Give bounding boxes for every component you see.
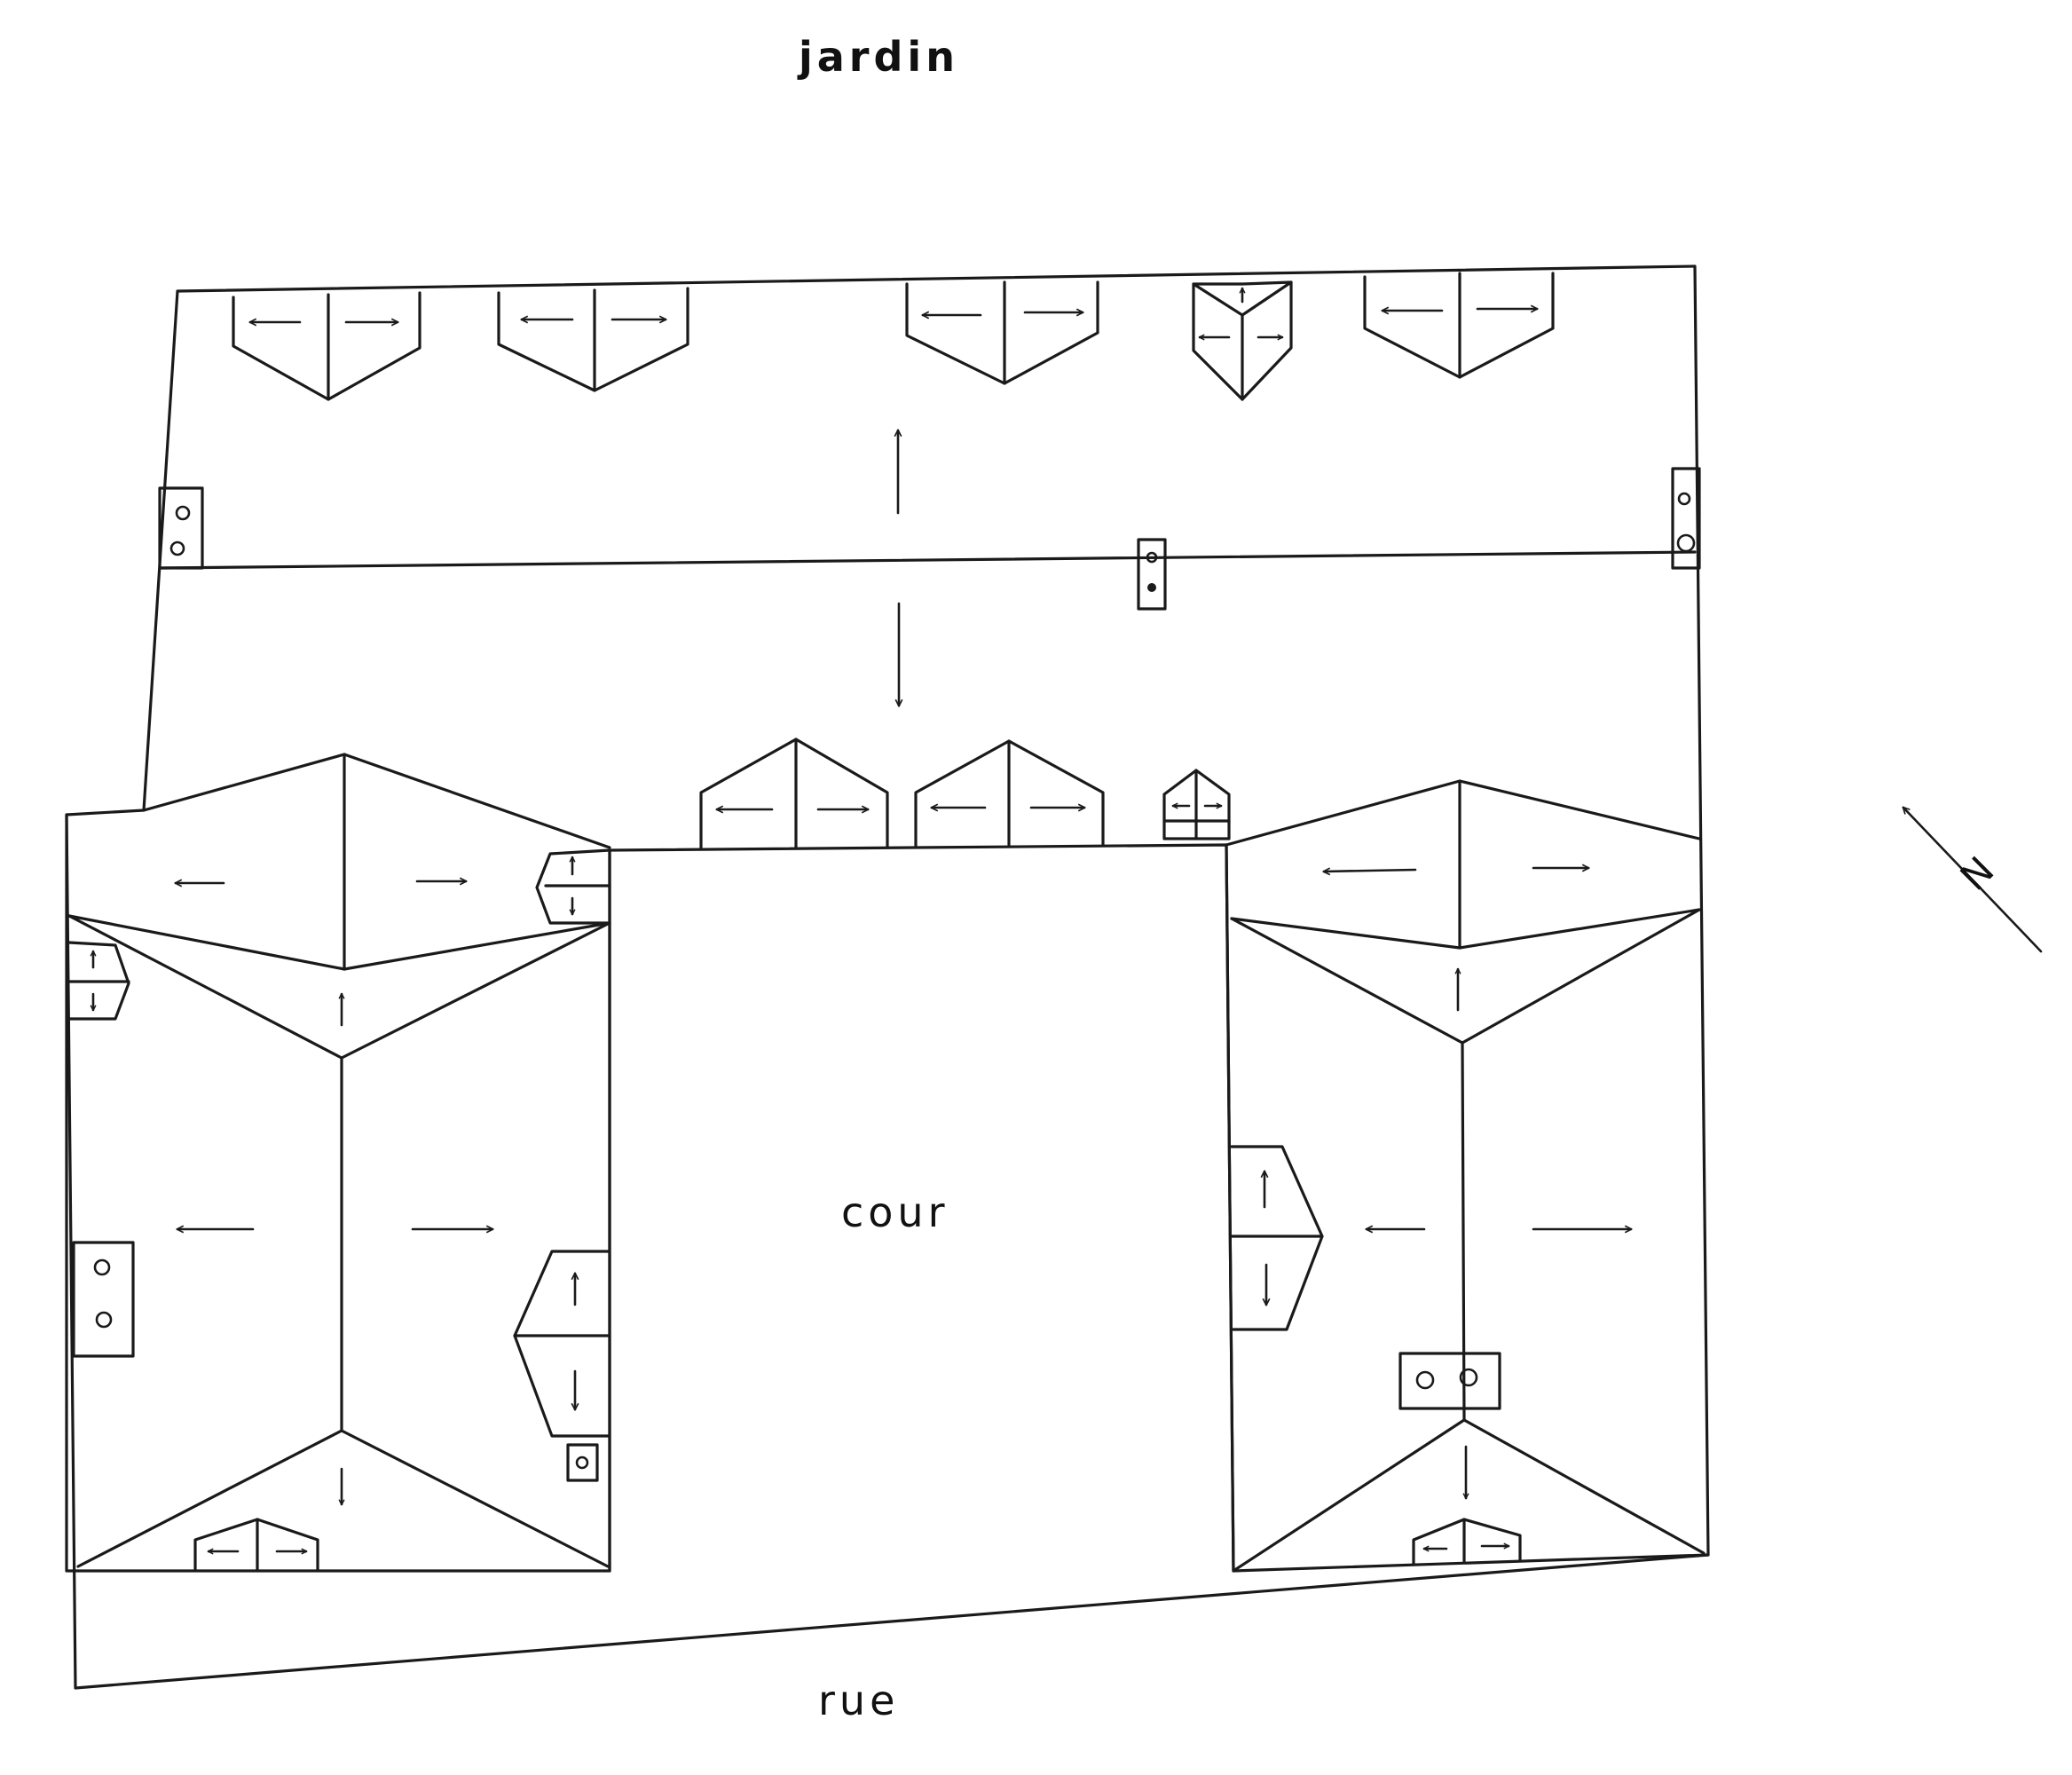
rear-ridge-line — [160, 550, 1697, 570]
dormer-left-c — [513, 1250, 610, 1438]
slope-arrows-right-wing — [1324, 868, 1631, 1500]
dormer-left-b — [67, 941, 130, 1021]
street-label: rue — [818, 1676, 899, 1724]
chimney-left-wing — [72, 1241, 135, 1358]
dormer-top-2 — [497, 287, 689, 392]
chimney-rear-left — [158, 486, 204, 570]
north-arrow: N — [1903, 808, 2043, 953]
chimney-rear-middle — [1137, 538, 1167, 611]
dormer-left-a — [535, 848, 611, 925]
left-wing — [65, 753, 611, 1573]
dormer-court-1 — [699, 738, 889, 849]
slope-arrows-rear — [898, 430, 899, 706]
dormer-top-4 — [1192, 280, 1293, 401]
dormer-court-3 — [1162, 769, 1231, 840]
north-label: N — [1952, 848, 2003, 899]
right-wing — [1225, 779, 1710, 1573]
dormer-court-2 — [914, 739, 1105, 848]
dormer-left-bottom — [193, 1518, 319, 1571]
chimney-rear-right — [1671, 467, 1701, 570]
dormer-right-a — [1230, 1145, 1324, 1331]
slope-arrows-left-wing — [176, 881, 492, 1506]
dormer-top-1 — [232, 291, 421, 401]
courtyard-label: cour — [841, 1188, 949, 1236]
dormer-right-bottom — [1412, 1518, 1522, 1566]
garden-label: jardin — [797, 33, 959, 81]
dormer-top-3 — [905, 280, 1099, 385]
chimney-left-small — [566, 1443, 599, 1482]
chimney-right-wing — [1398, 1352, 1501, 1410]
dormer-top-5 — [1363, 272, 1555, 379]
plot-outline — [65, 264, 1710, 1690]
